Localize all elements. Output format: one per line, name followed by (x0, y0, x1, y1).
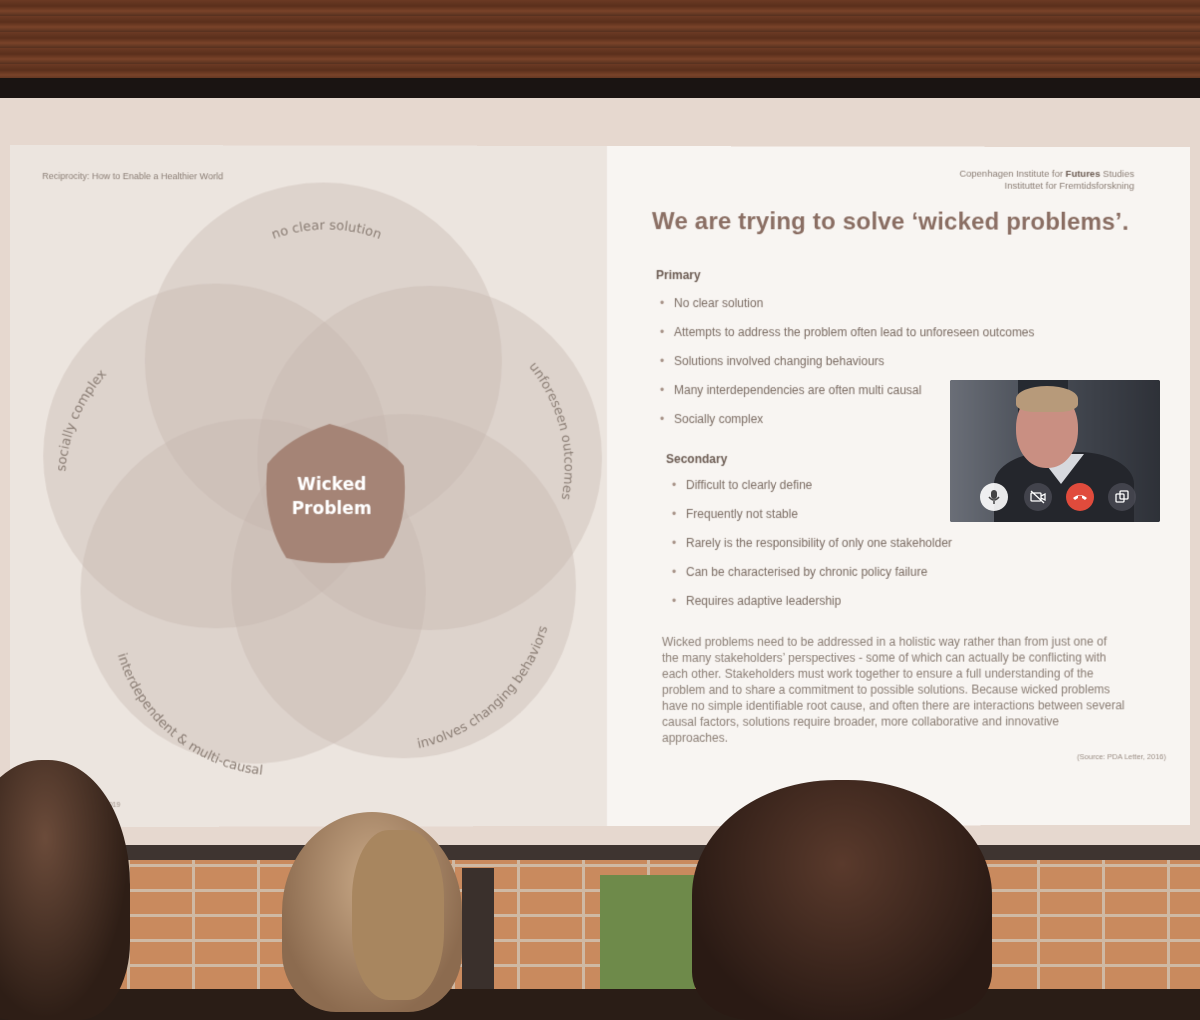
list-item: •Rarely is the responsibility of only on… (671, 535, 953, 550)
venn-center (265, 423, 405, 563)
slide-source: (Source: PDA Letter, 2016) (1077, 752, 1167, 762)
list-item: •Requires adaptive leadership (671, 593, 842, 608)
venn-circle-top (144, 182, 502, 539)
secondary-label: Secondary (665, 452, 728, 467)
video-person-hair (1016, 386, 1078, 412)
list-item: •Solutions involved changing behaviours (659, 354, 885, 369)
slide-title: We are trying to solve ‘wicked problems’… (651, 208, 1129, 236)
venn-diagram: Wicked Problem no clear solution unfores… (43, 182, 602, 779)
green-door (600, 875, 695, 989)
header-right-suffix: Studies (1100, 168, 1135, 180)
ceiling-shadow (0, 78, 1200, 100)
screen-share-icon[interactable] (1108, 483, 1136, 511)
camera-off-icon[interactable] (1024, 483, 1052, 511)
list-item: •Attempts to address the problem often l… (659, 325, 1035, 340)
screen-base (0, 845, 1200, 860)
hang-up-icon[interactable] (1066, 483, 1094, 511)
header-right-line2: Instituttet for Fremtidsforskning (1004, 180, 1135, 192)
video-call-window[interactable] (950, 380, 1160, 522)
primary-label: Primary (655, 268, 701, 283)
screen-pole (462, 868, 494, 989)
venn-center-line1: Wicked (297, 475, 366, 495)
venn-center-line2: Problem (292, 499, 372, 519)
list-item: •Difficult to clearly define (671, 478, 813, 492)
header-right-prefix: Copenhagen Institute for (959, 168, 1066, 180)
audience-ponytail (352, 830, 444, 1000)
slide-paragraph: Wicked problems need to be addressed in … (661, 634, 1125, 745)
audience-head-left (0, 760, 130, 1020)
secondary-list: •Difficult to clearly define •Frequently… (672, 478, 952, 623)
slide-left-panel: Wicked Problem no clear solution unfores… (10, 144, 607, 828)
list-item: •Can be characterised by chronic policy … (671, 564, 928, 579)
header-right-bold: Futures (1065, 168, 1101, 180)
slide-header-left: Reciprocity: How to Enable a Healthier W… (42, 170, 224, 182)
presentation-slide: Wicked Problem no clear solution unfores… (10, 144, 1190, 828)
list-item: •No clear solution (659, 296, 764, 311)
list-item: •Frequently not stable (671, 506, 798, 521)
slide-header-right: Copenhagen Institute for Futures Studies… (959, 169, 1134, 193)
microphone-icon[interactable] (980, 483, 1008, 511)
audience-head-right (692, 780, 992, 1020)
